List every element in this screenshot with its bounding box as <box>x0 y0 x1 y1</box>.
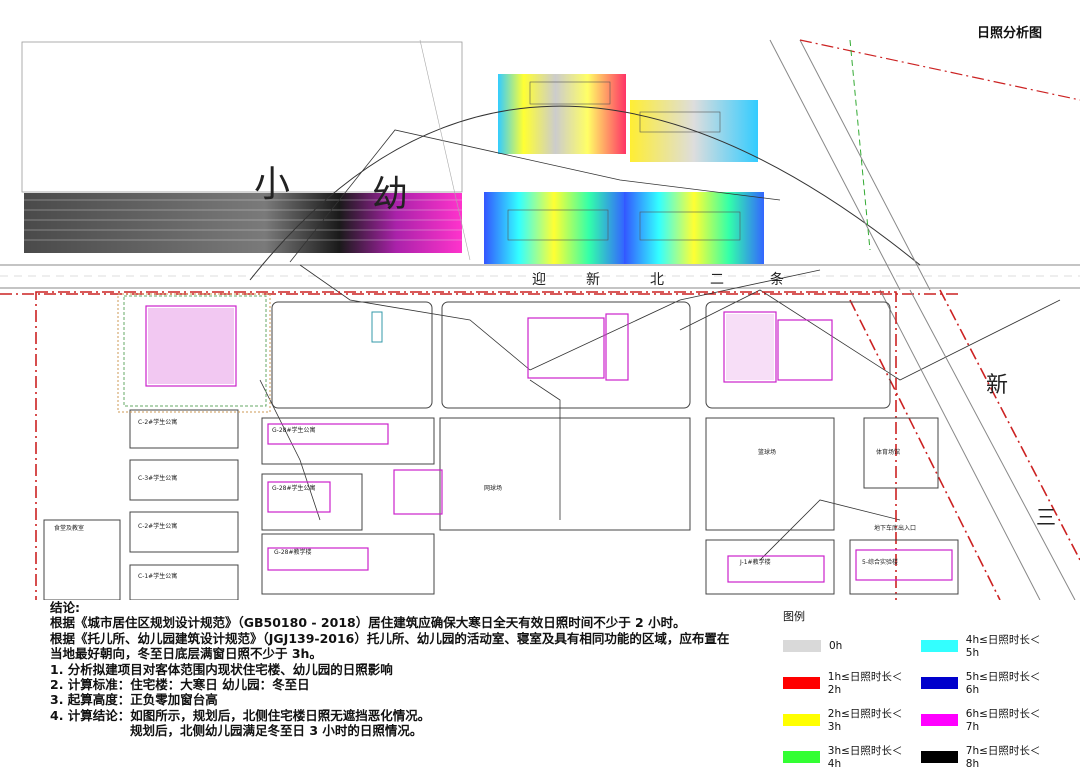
label-building-6: G-28#学生公寓 <box>272 484 315 492</box>
legend-swatch <box>921 713 958 726</box>
legend-swatch <box>783 639 821 652</box>
legend-label: 1h≤日照时长＜2h <box>827 671 903 696</box>
legend: 图例 0h 4h≤日照时长＜5h 1h≤日照时长＜2h 5h≤日照时长＜6h 2h≤日照… <box>783 608 1053 770</box>
legend-item: 6h≤日照时长＜7h <box>921 706 1051 733</box>
label-building-7: G-28#教学楼 <box>274 548 311 556</box>
residential-sun-zone-1 <box>498 74 626 154</box>
kindergarten-sun-zone <box>24 193 462 253</box>
road-char-4: 二 <box>710 272 724 288</box>
road-east-char-2: 三 <box>1036 505 1056 529</box>
legend-label: 6h≤日照时长＜7h <box>965 708 1041 733</box>
road-char-3: 北 <box>650 272 664 288</box>
legend-label: 7h≤日照时长＜8h <box>965 745 1041 770</box>
legend-item: 4h≤日照时长＜5h <box>921 632 1051 659</box>
legend-label: 3h≤日照时长＜4h <box>827 745 903 770</box>
legend-swatch <box>783 676 820 689</box>
road-east-char-1: 新 <box>986 373 1008 398</box>
road-char-1: 迎 <box>532 272 546 288</box>
label-kindergarten-2: 幼 <box>372 174 408 215</box>
conclusion-text: 结论: 根据《城市居住区规划设计规范》（GB50180 - 2018）居住建筑应… <box>50 600 770 739</box>
legend-grid: 0h 4h≤日照时长＜5h 1h≤日照时长＜2h 5h≤日照时长＜6h 2h≤日照时长＜… <box>783 632 1053 770</box>
label-kindergarten-1: 小 <box>254 164 290 205</box>
legend-item: 2h≤日照时长＜3h <box>783 706 913 733</box>
legend-label: 5h≤日照时长＜6h <box>965 671 1041 696</box>
legend-swatch <box>783 750 820 763</box>
road-char-5: 条 <box>770 271 784 288</box>
label-basketball: 篮球场 <box>758 448 776 456</box>
map-block <box>21 41 463 193</box>
label-building-9: 5-综合实验楼 <box>862 558 898 566</box>
conclusion-item-4: 4. 计算结论：如图所示，规划后，北侧住宅楼日照无遮挡恶化情况。 <box>50 707 431 723</box>
legend-item: 1h≤日照时长＜2h <box>783 669 913 696</box>
conclusion-item-1: 1. 分析拟建项目对客体范围内现状住宅楼、幼儿园的日照影响 <box>50 661 393 677</box>
legend-item: 0h <box>783 632 913 659</box>
conclusion-item-4b: 规划后，北侧幼儿园满足冬至日 3 小时的日照情况。 <box>130 723 423 739</box>
conclusion-line-1: 根据《城市居住区规划设计规范》（GB50180 - 2018）居住建筑应确保大寒… <box>50 615 686 631</box>
conclusion-item-3: 3. 起算高度：正负零加窗台高 <box>50 692 218 708</box>
label-building-2: C-3#学生公寓 <box>138 474 177 482</box>
legend-label: 2h≤日照时长＜3h <box>827 708 903 733</box>
legend-item: 3h≤日照时长＜4h <box>783 743 913 770</box>
page-title: 日照分析图 <box>976 26 1042 41</box>
legend-label: 4h≤日照时长＜5h <box>965 634 1041 659</box>
label-sports: 体育场馆 <box>876 448 900 456</box>
label-building-4: C-1#学生公寓 <box>138 572 177 580</box>
label-building-1: C-2#学生公寓 <box>138 418 177 426</box>
site-plan-map: 小 幼 迎 新 北 二 条 新 三 篮球场 体育场馆 网球场 食堂及教室 地下车… <box>0 39 1080 600</box>
legend-label: 0h <box>829 639 843 652</box>
conclusion-line-2: 根据《托儿所、幼儿园建筑设计规范》（JGJ139-2016）托儿所、幼儿园的活动… <box>50 630 730 646</box>
conclusion-line-3: 当地最好朝向，冬至日底层满窗日照不少于 3h。 <box>50 646 322 662</box>
conclusion-heading: 结论: <box>50 600 80 615</box>
legend-swatch <box>921 676 958 689</box>
conclusion-item-2: 2. 计算标准：住宅楼：大寒日 幼儿园：冬至日 <box>50 677 310 693</box>
label-entrance: 地下车库出入口 <box>874 524 916 532</box>
residential-sun-zone-3 <box>484 192 624 264</box>
label-canteen: 食堂及教室 <box>54 524 84 532</box>
legend-item: 7h≤日照时长＜8h <box>921 743 1051 770</box>
legend-item: 5h≤日照时长＜6h <box>921 669 1051 696</box>
legend-swatch <box>921 750 958 763</box>
legend-title: 图例 <box>783 610 805 623</box>
label-building-8: J-1#教学楼 <box>739 558 771 566</box>
road-char-2: 新 <box>586 272 600 288</box>
label-court: 网球场 <box>484 484 502 492</box>
residential-sun-zone-4 <box>624 192 764 264</box>
label-building-5: G-28#学生公寓 <box>272 426 315 434</box>
legend-swatch <box>921 639 958 652</box>
legend-swatch <box>783 713 820 726</box>
label-building-3: C-2#学生公寓 <box>138 522 177 530</box>
